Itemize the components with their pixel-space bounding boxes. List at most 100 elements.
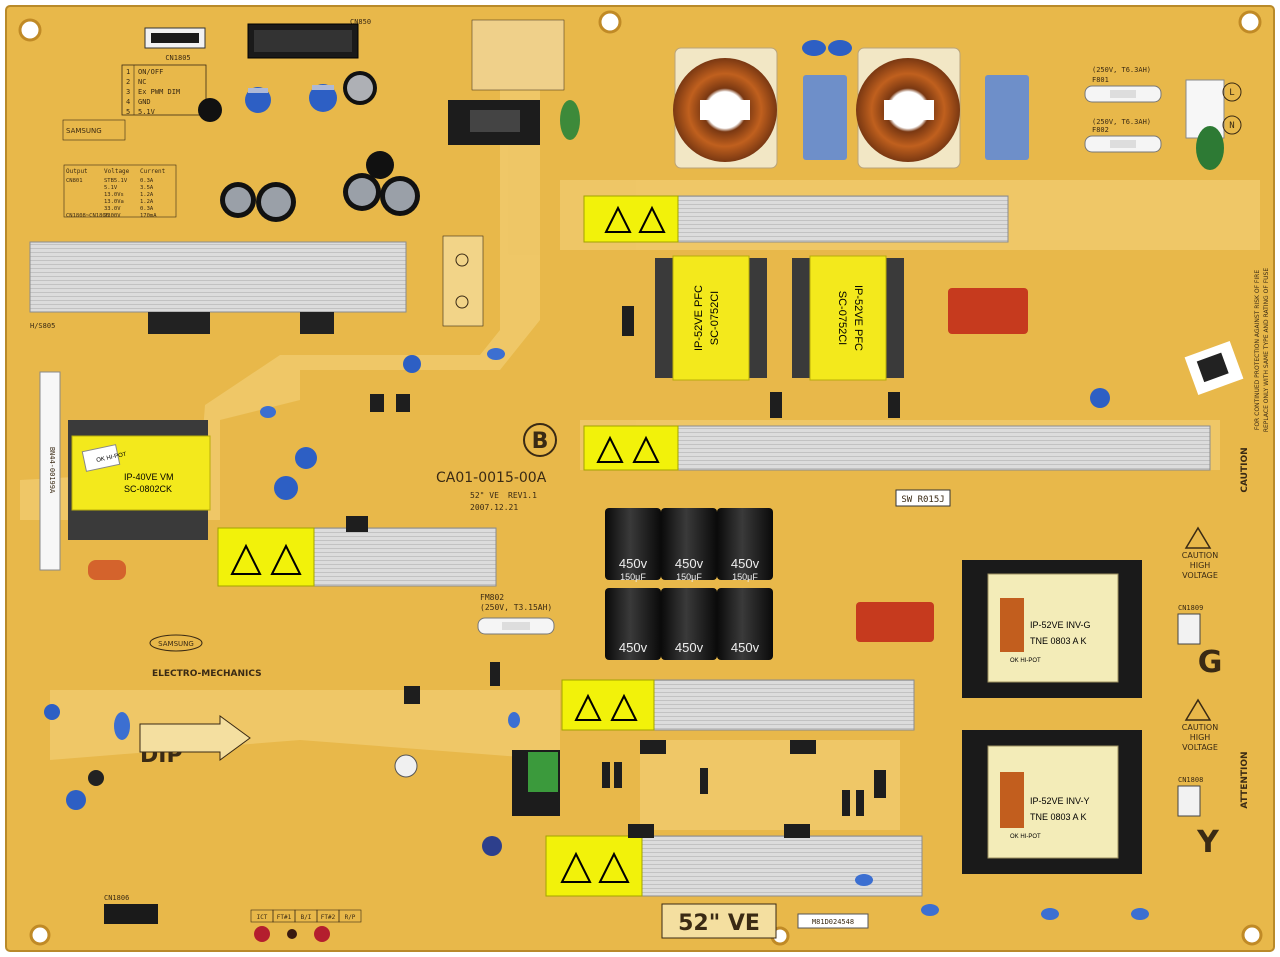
pin-name: GND — [138, 98, 151, 106]
bottom-label: R/P — [345, 914, 356, 921]
svg-text:REPLACE ONLY WITH SAME TYPE AN: REPLACE ONLY WITH SAME TYPE AND RATING O… — [1263, 268, 1270, 433]
svg-text:OK HI-POT: OK HI-POT — [1010, 834, 1041, 840]
green-choke — [512, 750, 560, 816]
cn850-label: CN850 — [350, 18, 371, 26]
heatsink-hs802 — [583, 425, 1211, 471]
dip-arrow: DIP — [139, 715, 251, 768]
svg-text:IP-52VE INV-G: IP-52VE INV-G — [1030, 620, 1091, 630]
spec-cell: 13.0Va — [104, 199, 124, 205]
common-mode-choke-lx8025 — [856, 47, 961, 169]
bottom-label: FT#2 — [321, 914, 336, 921]
pin-name: 5.1V — [138, 108, 156, 116]
serial-sticker: M81D024548 — [797, 913, 869, 929]
b-circle-mark: B — [523, 423, 557, 457]
svg-text:SC-0752CI: SC-0752CI — [836, 291, 848, 345]
svg-text:F801: F801 — [1092, 76, 1109, 84]
svg-text:450v: 450v — [731, 556, 760, 571]
bulk-capacitors-row-1: 450v 150μF 450v 150μF 450v 150μF — [605, 508, 773, 582]
heatsink-hs803 — [561, 679, 915, 731]
letter-y: Y — [1196, 825, 1220, 860]
small-capacitors-top-left — [198, 71, 420, 222]
pin-number: 2 — [126, 78, 130, 86]
svg-text:SC-0752CI: SC-0752CI — [709, 291, 721, 345]
brand-small: SAMSUNG — [66, 127, 102, 135]
svg-text:150μF: 150μF — [620, 572, 646, 582]
pin-name: Ex PWM DIM — [138, 88, 180, 96]
svg-text:450v: 450v — [675, 556, 704, 571]
common-mode-choke-lx8015 — [673, 47, 778, 169]
cn1805-label: CN1805 — [165, 54, 190, 62]
svg-text:(250V, T6.3AH): (250V, T6.3AH) — [1092, 66, 1151, 74]
svg-text:F802: F802 — [1092, 126, 1109, 134]
svg-text:150μF: 150μF — [732, 572, 758, 582]
svg-text:H/S805: H/S805 — [30, 322, 55, 330]
svg-text:SW R015J: SW R015J — [901, 495, 944, 505]
connector-cn1805: CN1805 — [144, 27, 206, 62]
svg-text:52" VE: 52" VE — [470, 491, 499, 500]
letter-g: G — [1198, 645, 1223, 680]
right-edge-caution: CAUTION FOR CONTINUED PROTECTION AGAINST… — [1240, 268, 1270, 809]
svg-text:TNE 0803 A K: TNE 0803 A K — [1030, 636, 1087, 646]
spec-cell: 0.3A — [140, 206, 154, 212]
svg-text:N: N — [1229, 121, 1234, 131]
svg-text:450v: 450v — [731, 640, 760, 655]
svg-text:52" VE: 52" VE — [678, 911, 760, 936]
connector-cn850: CN850 — [247, 18, 371, 59]
x-capacitors — [802, 40, 1029, 160]
spec-cell: 0.3A — [140, 178, 154, 184]
spec-cell: 2300V — [104, 213, 121, 219]
svg-text:(250V, T6.3AH): (250V, T6.3AH) — [1092, 118, 1151, 126]
svg-text:CN1809: CN1809 — [1178, 604, 1203, 612]
svg-text:CN1806: CN1806 — [104, 894, 129, 902]
thermistor-nt8115 — [560, 100, 580, 140]
film-capacitor-cp801 — [948, 288, 1028, 334]
svg-text:450v: 450v — [619, 640, 648, 655]
caution-high-voltage-y: CAUTION HIGH VOLTAGE — [1182, 698, 1218, 752]
standby-transformer: OK HI-POT IP-40VE VM SC-0802CK — [68, 420, 211, 540]
bottom-model-plate: 52" VE — [661, 903, 777, 939]
part-number: CA01-0015-00A — [436, 470, 547, 486]
svg-text:CN1808: CN1808 — [1178, 776, 1203, 784]
pfc-transformer-1: IP-52VE PFC SC-0752CI — [655, 255, 767, 381]
inverter-transformer-y: IP-52VE INV-Y TNE 0803 A K OK HI-POT — [962, 730, 1142, 874]
fuse-f801: (250V, T6.3AH) F801 — [1084, 66, 1162, 103]
svg-text:REV1.1: REV1.1 — [508, 491, 537, 500]
bottom-label-cell — [338, 909, 362, 923]
pin-number: 1 — [126, 68, 130, 76]
pin-number: 4 — [126, 98, 130, 106]
small-electrolytic-caps — [44, 355, 1110, 856]
svg-text:HIGH: HIGH — [1190, 561, 1211, 570]
spec-cell: CN801 — [66, 178, 83, 184]
svg-text:FOR CONTINUED PROTECTION AGAIN: FOR CONTINUED PROTECTION AGAINST RISK OF… — [1254, 270, 1261, 430]
svg-text:L: L — [1229, 88, 1234, 98]
pin-number: 5 — [126, 108, 130, 116]
svg-text:CAUTION: CAUTION — [1182, 723, 1218, 732]
fuse-f802: (250V, T6.3AH) F802 — [1084, 118, 1162, 153]
svg-text:HIGH: HIGH — [1190, 733, 1211, 742]
heatsink-top-right — [583, 195, 1009, 243]
spec-cell: CN1808~CN1806 — [66, 213, 109, 219]
spec-cell: 33.0V — [104, 206, 121, 212]
spec-cell: 13.0Vs — [104, 192, 124, 198]
svg-text:IP-40VE VM: IP-40VE VM — [124, 472, 174, 482]
relay-dm803 — [448, 100, 540, 145]
svg-text:B: B — [532, 429, 549, 454]
sw-label: SW R015J — [895, 489, 951, 507]
svg-text:CAUTION: CAUTION — [1240, 447, 1250, 492]
svg-text:IP-52VE INV-Y: IP-52VE INV-Y — [1030, 796, 1090, 806]
svg-text:450v: 450v — [675, 640, 704, 655]
pin-number: 3 — [126, 88, 130, 96]
heatsink-hs804 — [545, 835, 923, 897]
svg-text:SC-0802CK: SC-0802CK — [124, 484, 172, 494]
spec-header: Current — [140, 168, 166, 175]
spec-cell: 5.1V — [104, 185, 118, 191]
svg-text:VOLTAGE: VOLTAGE — [1182, 743, 1218, 752]
spec-header: Voltage — [104, 168, 130, 175]
spec-cell: 1.2A — [140, 199, 154, 205]
